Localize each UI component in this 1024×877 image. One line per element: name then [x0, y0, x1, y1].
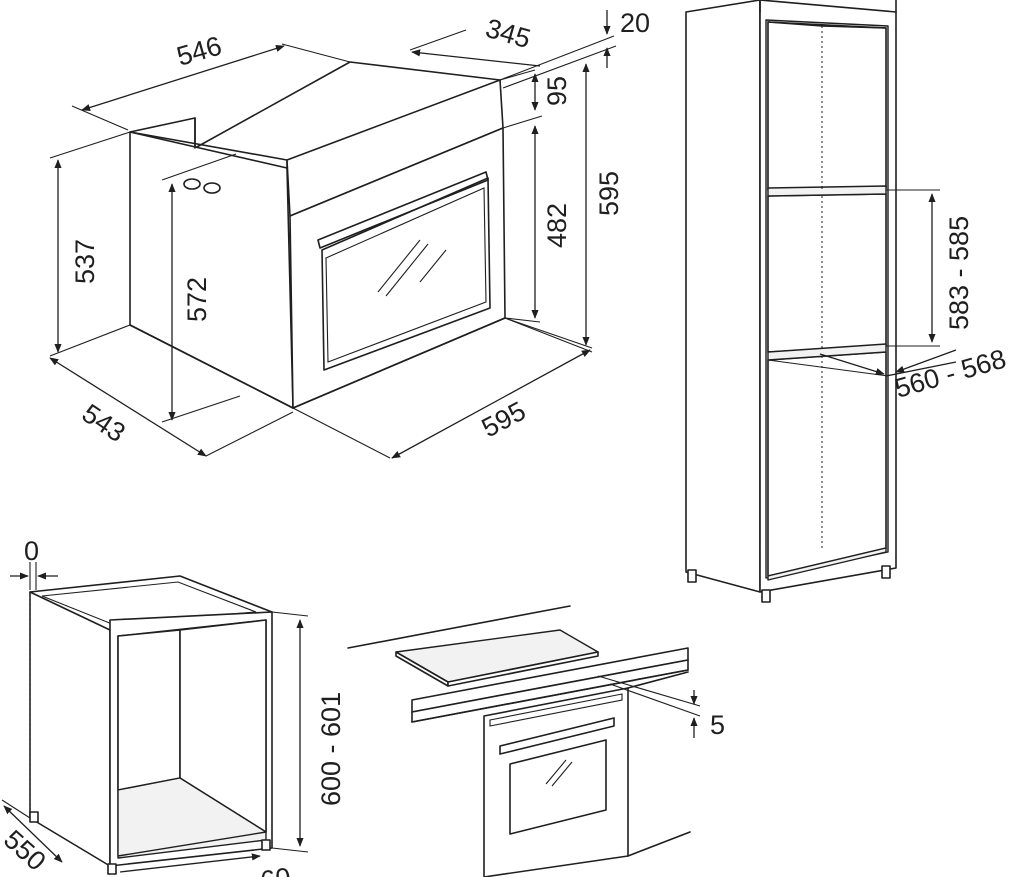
dim-537: 537 — [70, 239, 100, 284]
tall-column-cabinet — [685, 0, 897, 603]
undercounter-side-panel — [29, 591, 111, 867]
dim-543: 543 — [77, 398, 131, 448]
undercounter-floor — [117, 777, 267, 857]
column-foot — [761, 589, 771, 603]
undercounter-cabinet — [29, 575, 273, 875]
column-foot — [881, 565, 891, 579]
glass-reflection — [419, 249, 447, 283]
column-floor — [767, 547, 887, 581]
built-in-oven-handle — [499, 717, 615, 755]
oven-door-window-inner — [325, 187, 487, 363]
glass-reflection — [377, 239, 421, 293]
dim-550: 550 — [0, 824, 52, 876]
dim-572: 572 — [182, 277, 212, 322]
glass-reflection — [385, 243, 429, 297]
column-inner-opening — [767, 21, 887, 191]
undercounter-foot — [29, 811, 39, 823]
column-shelf — [767, 185, 887, 197]
undercounter-foot — [261, 839, 271, 851]
column-side-panel — [685, 0, 761, 593]
dim-482: 482 — [542, 203, 572, 248]
dim-595-width: 595 — [477, 396, 531, 444]
worktop-dimensions: 5 — [597, 675, 725, 740]
dim-60: 60 — [259, 862, 293, 877]
dim-595-height: 595 — [594, 171, 624, 216]
dim-546: 546 — [173, 31, 225, 72]
dim-345: 345 — [482, 13, 534, 54]
oven-under-worktop — [347, 605, 691, 877]
oven-door-handle — [317, 171, 489, 249]
vent-hole — [203, 182, 221, 194]
dim-583-585: 583 - 585 — [944, 216, 974, 330]
column-shelf — [767, 343, 887, 361]
oven-drawing — [129, 61, 506, 409]
column-foot — [687, 569, 697, 583]
vent-hole — [183, 178, 201, 190]
dim-0: 0 — [24, 536, 39, 566]
undercounter-foot — [107, 863, 117, 875]
dim-5: 5 — [710, 710, 725, 740]
built-in-oven-window — [509, 739, 607, 835]
dim-600-601: 600 - 601 — [316, 692, 346, 806]
dim-95: 95 — [542, 76, 572, 106]
oven-dimensions: 546 345 20 95 482 595 537 572 543 595 — [49, 8, 650, 459]
dim-20: 20 — [620, 8, 650, 38]
